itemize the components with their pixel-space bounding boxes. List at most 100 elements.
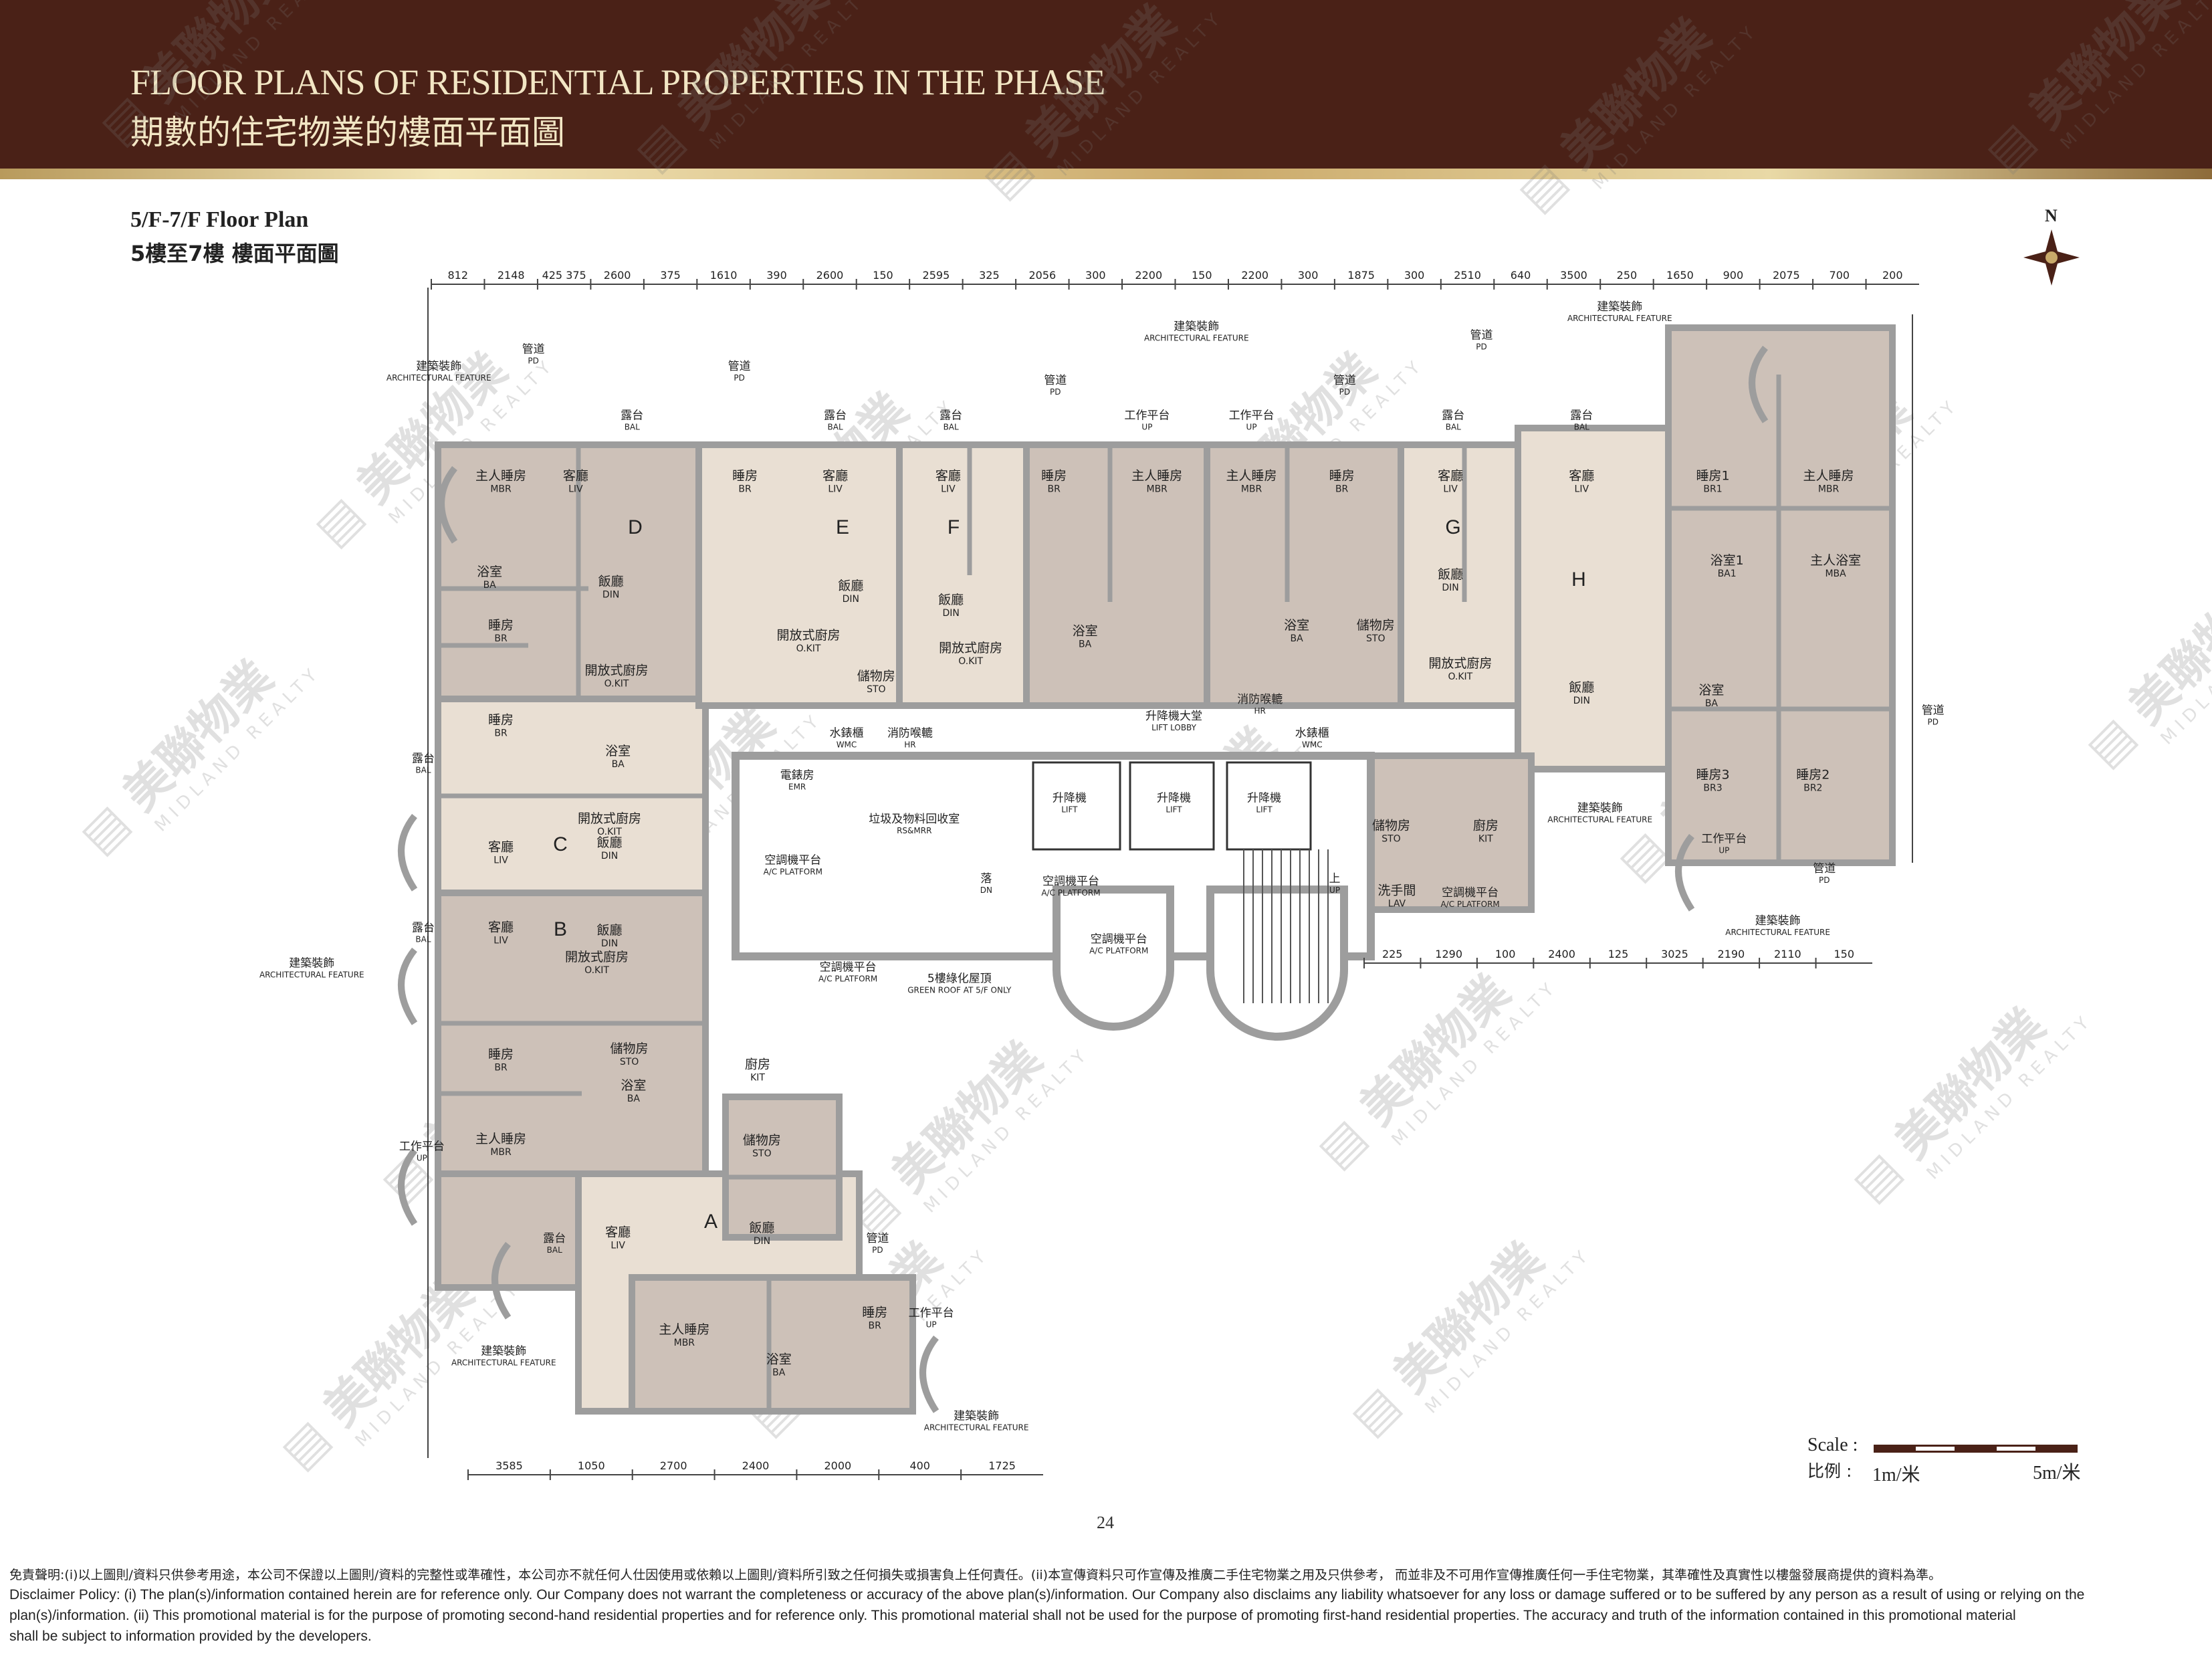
scale-min-label: 1m/米 xyxy=(1872,1465,1920,1485)
room-label-en: BA xyxy=(1705,698,1719,709)
common-area-label: 升降機 xyxy=(1053,791,1087,805)
room-label: 睡房1 xyxy=(1696,468,1729,483)
common-area-label: 上 xyxy=(1329,872,1341,886)
room-label: 客廳 xyxy=(563,468,588,483)
room-label-en: MBR xyxy=(490,484,512,494)
dimension-top: 250 xyxy=(1617,269,1638,282)
unit-area xyxy=(1023,441,1210,709)
common-area-label: 空調機平台 xyxy=(1042,875,1099,888)
room-label: 飯廳 xyxy=(749,1221,774,1235)
unit-area xyxy=(1204,441,1404,709)
svg-text:▤ 美聯物業: ▤ 美聯物業 xyxy=(1842,998,2056,1212)
common-area-label-en: BAL xyxy=(828,423,843,432)
common-area-label: 工作平台 xyxy=(909,1307,954,1320)
room-label: 主人睡房 xyxy=(475,468,526,483)
room-label-en: BA xyxy=(612,759,625,770)
common-area-label: 建築裝飾 xyxy=(1755,914,1801,928)
room-label-en: BR xyxy=(1047,484,1061,494)
room-label-en: MBR xyxy=(1146,484,1168,494)
disclaimer-en-line2: plan(s)/information. (ii) This promotion… xyxy=(9,1608,2016,1623)
room-label: 客廳 xyxy=(1438,468,1463,483)
dimension-bottom: 400 xyxy=(909,1459,930,1472)
common-area-label: 升降機 xyxy=(1157,791,1191,805)
room-label: 儲物房 xyxy=(857,669,895,684)
room-label: 睡房 xyxy=(488,618,514,633)
room-label-en: BR xyxy=(494,728,508,738)
room-label-en: MBR xyxy=(1818,484,1840,494)
common-area-label: 消防喉轆 xyxy=(887,726,933,740)
dimension-bottom-right: 100 xyxy=(1495,948,1516,960)
room-label: 睡房 xyxy=(488,1047,514,1062)
common-area-label: 管道 xyxy=(1470,328,1493,342)
room-label: 浴室 xyxy=(1073,624,1098,639)
common-area-label: 露台 xyxy=(1570,409,1593,423)
compass-icon xyxy=(2023,229,2080,286)
page-title-en: FLOOR PLANS OF RESIDENTIAL PROPERTIES IN… xyxy=(130,62,1105,102)
dimension-top: 300 xyxy=(1085,269,1106,282)
room-label: 主人睡房 xyxy=(659,1322,709,1337)
room-label-en: BR1 xyxy=(1703,484,1722,494)
dimension-bottom-right: 3025 xyxy=(1661,948,1688,960)
scale-label-en: Scale : xyxy=(1807,1435,1858,1455)
dimension-bottom-right: 2190 xyxy=(1718,948,1745,960)
common-area-label: 空調機平台 xyxy=(1442,886,1499,900)
room-label-en: LIV xyxy=(493,855,508,865)
svg-text:▤ 美聯物業: ▤ 美聯物業 xyxy=(625,0,839,182)
room-label-en: BR xyxy=(869,1321,882,1332)
dimension-top: 3500 xyxy=(1560,269,1587,282)
unit-label-A: A xyxy=(704,1211,717,1233)
room-label-en: STO xyxy=(1366,633,1385,644)
room-label: 主人睡房 xyxy=(1131,468,1182,483)
curved-balcony-wall xyxy=(398,813,418,892)
unit-area xyxy=(435,890,709,1177)
room-label: 主人睡房 xyxy=(1803,468,1854,483)
common-area-label-en: ARCHITECTURAL FEATURE xyxy=(1567,314,1672,323)
dimension-top: 150 xyxy=(873,269,893,282)
stair-curve xyxy=(1053,886,1174,1031)
room-label-en: MBR xyxy=(674,1338,695,1348)
common-area-label-en: DN xyxy=(980,886,992,895)
room-label: 開放式廚房 xyxy=(939,640,1002,655)
room-label: 飯廳 xyxy=(1569,680,1594,695)
common-area-label: 露台 xyxy=(543,1232,566,1245)
common-area-label-en: UP xyxy=(1246,423,1257,432)
common-area-label: 消防喉轆 xyxy=(1237,693,1283,706)
room-label-en: BA xyxy=(772,1367,786,1378)
common-area-label-en: BAL xyxy=(1446,423,1461,432)
room-label-en: BR xyxy=(1335,484,1349,494)
common-area-label-en: ARCHITECTURAL FEATURE xyxy=(924,1423,1029,1433)
common-area-label-en: UP xyxy=(926,1320,937,1330)
disclaimer-en-line3: shall be subject to information provided… xyxy=(9,1629,372,1644)
room-label: 儲物房 xyxy=(743,1133,781,1148)
room-label: 浴室 xyxy=(766,1352,792,1366)
room-label: 飯廳 xyxy=(938,593,964,607)
dimension-bottom-right: 125 xyxy=(1608,948,1629,960)
common-area-label-en: BAL xyxy=(415,935,431,944)
common-area-label: 建築裝飾 xyxy=(1597,300,1642,314)
dimension-top: 812 xyxy=(447,269,468,282)
common-area-label: 空調機平台 xyxy=(1091,932,1147,946)
floor-plan-title-en: 5/F-7/F Floor Plan xyxy=(130,207,309,232)
common-area-label-en: A/C PLATFORM xyxy=(1440,900,1499,909)
common-area-label: 建築裝飾 xyxy=(1577,801,1623,815)
room-label-en: BR3 xyxy=(1703,783,1722,794)
common-area-label-en: BAL xyxy=(625,423,640,432)
curved-balcony-wall xyxy=(1675,833,1695,912)
dimension-top: 2200 xyxy=(1135,269,1162,282)
dimension-bottom: 2700 xyxy=(660,1459,687,1472)
common-area-label: 空調機平台 xyxy=(820,961,877,974)
room-label-en: DIN xyxy=(1573,696,1590,706)
common-area-label: 電錶房 xyxy=(780,769,814,783)
common-area-label: 工作平台 xyxy=(1229,409,1275,423)
common-area-label-en: ARCHITECTURAL FEATURE xyxy=(1144,334,1249,343)
room-label: 睡房2 xyxy=(1796,768,1830,783)
room-label-en: BR xyxy=(494,633,508,644)
common-area-label-en: EMR xyxy=(788,783,806,792)
dimension-top: 1610 xyxy=(710,269,738,282)
common-area-label-en: BAL xyxy=(547,1245,562,1255)
common-area-label: 建築裝飾 xyxy=(416,360,461,373)
